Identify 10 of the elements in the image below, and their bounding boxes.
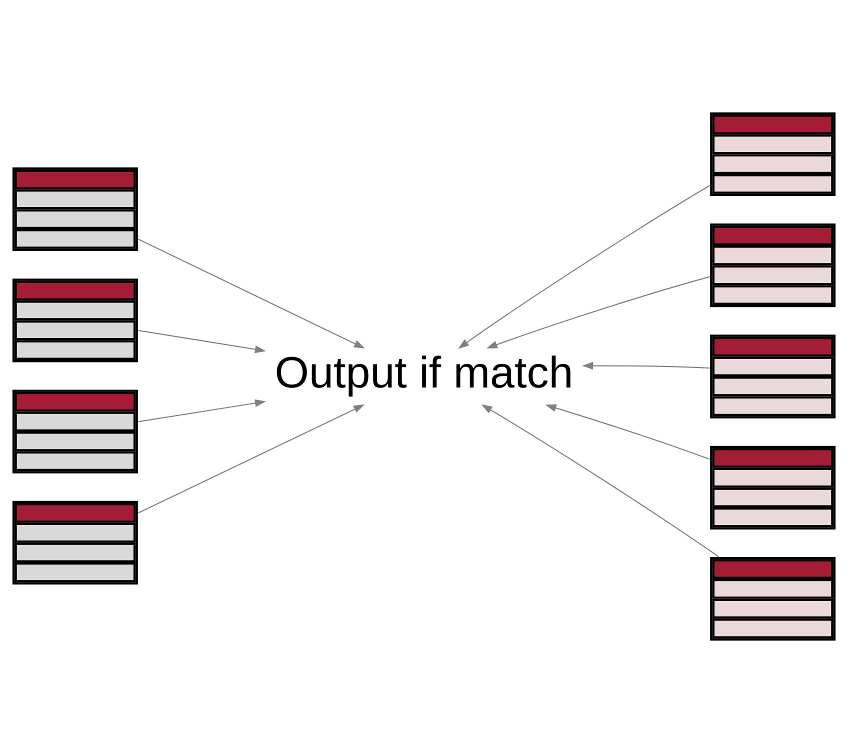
- arrow: [138, 329, 266, 353]
- arrow: [545, 404, 710, 460]
- arrow: [138, 238, 365, 348]
- arrow: [458, 184, 710, 348]
- node-text: Output if match: [274, 348, 574, 398]
- arrow: [582, 361, 710, 370]
- arrow: [138, 404, 365, 513]
- arrow: [481, 404, 720, 557]
- arrow: [138, 398, 266, 422]
- arrow: [486, 276, 710, 348]
